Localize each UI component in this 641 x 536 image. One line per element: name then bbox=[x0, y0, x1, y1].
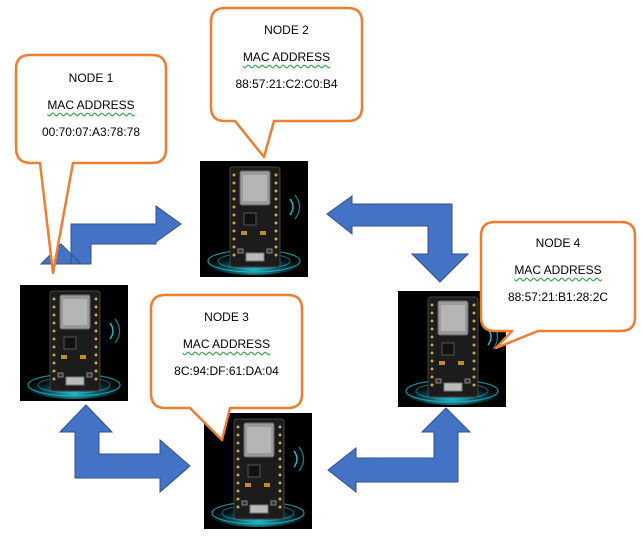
node4-mac-label: MAC ADDRESS bbox=[514, 263, 602, 277]
node4-mac: 88:57:21:B1:28:2C bbox=[507, 290, 609, 304]
node4-title: NODE 4 bbox=[535, 236, 581, 250]
arrow-node1-node2 bbox=[39, 205, 182, 265]
node1-board-image bbox=[19, 284, 129, 402]
node4-text: NODE 4 MAC ADDRESS 88:57:21:B1:28:2C bbox=[481, 236, 635, 304]
node3-mac: 8C:94:DF:61:DA:04 bbox=[174, 364, 279, 378]
node2-mac-label: MAC ADDRESS bbox=[242, 50, 331, 64]
arrow-node1-node3 bbox=[58, 404, 191, 494]
node2-mac: 88:57:21:C2:C0:B4 bbox=[235, 77, 338, 91]
node1-mac-label: MAC ADDRESS bbox=[47, 98, 135, 112]
node1-title: NODE 1 bbox=[68, 71, 114, 85]
node2-title: NODE 2 bbox=[264, 23, 309, 37]
node2-board-image bbox=[199, 160, 309, 278]
node1-text: NODE 1 MAC ADDRESS 00:70:07:A3:78:78 bbox=[16, 71, 166, 139]
node3-mac-label: MAC ADDRESS bbox=[182, 337, 271, 351]
arrows-group bbox=[39, 195, 472, 494]
node3-text: NODE 3 MAC ADDRESS 8C:94:DF:61:DA:04 bbox=[151, 310, 302, 378]
node3-title: NODE 3 bbox=[204, 310, 249, 324]
node3-callout bbox=[149, 293, 304, 442]
node4-callout bbox=[479, 220, 637, 350]
node1-callout bbox=[14, 53, 168, 275]
node2-callout bbox=[209, 6, 364, 159]
arrow-node3-node4 bbox=[327, 407, 472, 494]
node1-mac: 00:70:07:A3:78:78 bbox=[41, 125, 141, 139]
arrow-node2-node4 bbox=[326, 195, 470, 283]
node2-text: NODE 2 MAC ADDRESS 88:57:21:C2:C0:B4 bbox=[211, 23, 362, 91]
